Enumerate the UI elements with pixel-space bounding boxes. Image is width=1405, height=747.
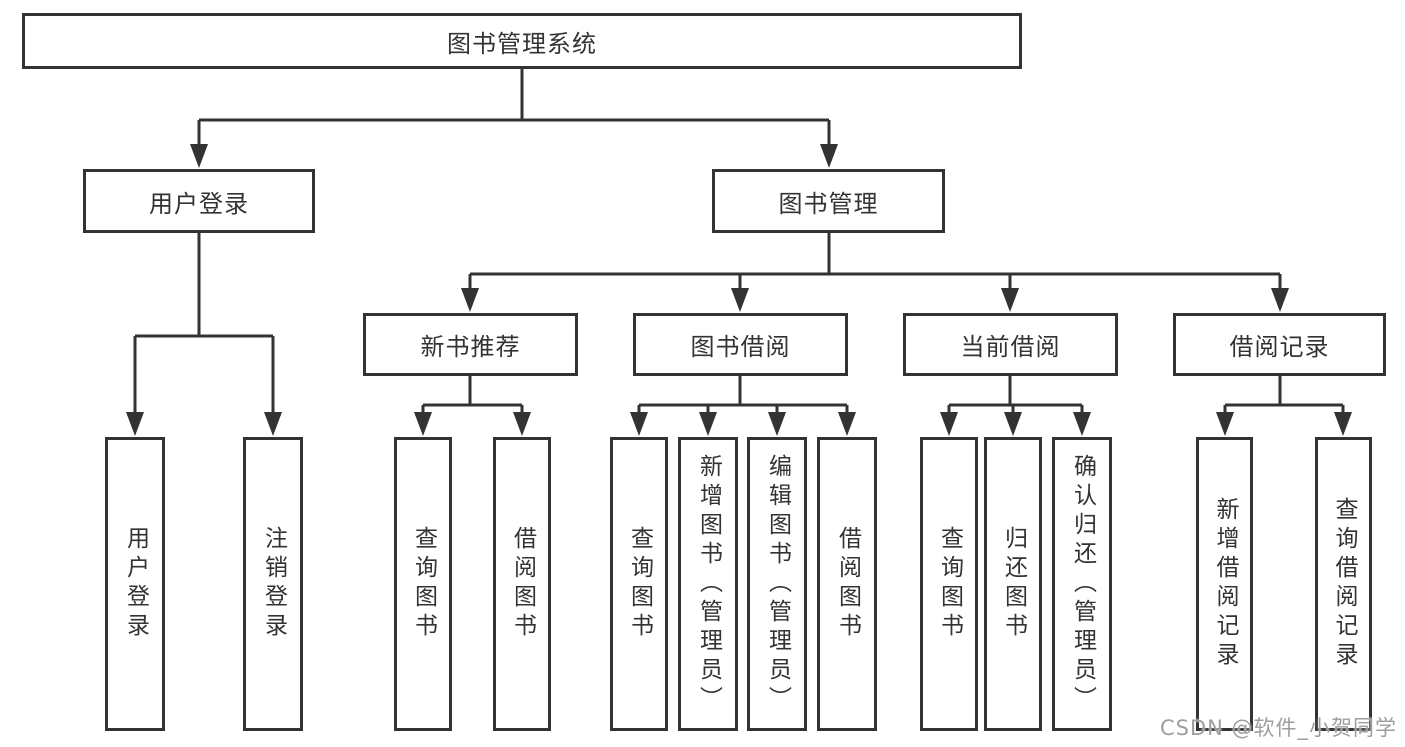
arrowhead xyxy=(126,412,144,436)
arrowhead xyxy=(414,412,432,436)
node-label: 查询图书 xyxy=(936,526,963,642)
arrowhead xyxy=(1004,412,1022,436)
node-leaf-query-books-current: 查询图书 xyxy=(920,437,978,731)
node-label: 确认归还（管理员） xyxy=(1069,453,1096,715)
node-label: 用户登录 xyxy=(122,526,149,642)
arrowhead xyxy=(461,288,479,312)
node-current-borrowing: 当前借阅 xyxy=(903,313,1118,376)
arrowhead xyxy=(264,412,282,436)
node-label: 查询图书 xyxy=(626,526,653,642)
node-leaf-query-books-recommend: 查询图书 xyxy=(394,437,452,731)
node-label: 用户登录 xyxy=(149,189,249,218)
node-label: 当前借阅 xyxy=(960,333,1061,361)
watermark: CSDN @软件_小贺同学 xyxy=(1160,716,1398,740)
arrowhead xyxy=(820,144,838,168)
connector-user-login-children xyxy=(133,233,275,418)
arrowhead xyxy=(699,412,717,436)
arrowhead xyxy=(1216,412,1234,436)
node-leaf-borrow-books: 借阅图书 xyxy=(817,437,877,731)
node-book-borrowing: 图书借阅 xyxy=(633,313,848,376)
node-library-management-system: 图书管理系统 xyxy=(22,13,1022,69)
node-label: 编辑图书（管理员） xyxy=(764,453,791,715)
arrowhead xyxy=(731,288,749,312)
node-leaf-query-borrow-record: 查询借阅记录 xyxy=(1315,437,1372,731)
arrowhead xyxy=(630,412,648,436)
node-user-login: 用户登录 xyxy=(83,169,315,233)
node-label: 新书推荐 xyxy=(420,333,521,361)
connector-borrow-records-children xyxy=(1223,376,1345,418)
arrowhead xyxy=(1334,412,1352,436)
node-label: 查询借阅记录 xyxy=(1331,497,1357,671)
node-label: 归还图书 xyxy=(1000,526,1027,642)
node-leaf-confirm-return-admin: 确认归还（管理员） xyxy=(1052,437,1112,731)
node-leaf-user-login: 用户登录 xyxy=(105,437,165,731)
connector-current-borrow-children xyxy=(947,376,1084,418)
node-leaf-add-book-admin: 新增图书（管理员） xyxy=(678,437,738,731)
node-label: 借阅记录 xyxy=(1229,333,1330,361)
node-leaf-logout: 注销登录 xyxy=(243,437,303,731)
node-borrowing-records: 借阅记录 xyxy=(1173,313,1386,376)
node-leaf-borrow-books-recommend: 借阅图书 xyxy=(493,437,551,731)
node-book-management: 图书管理 xyxy=(712,169,945,233)
arrowhead xyxy=(190,144,208,168)
node-label: 图书管理 xyxy=(778,189,879,218)
node-label: 借阅图书 xyxy=(834,526,861,642)
arrowhead xyxy=(768,412,786,436)
node-new-book-recommend: 新书推荐 xyxy=(363,313,578,376)
arrowhead xyxy=(513,412,531,436)
node-leaf-query-books-borrow: 查询图书 xyxy=(610,437,668,731)
connector-book-mgmt-to-level3 xyxy=(468,233,1282,292)
node-label: 新增图书（管理员） xyxy=(695,453,722,715)
node-label: 查询图书 xyxy=(410,526,437,642)
node-label: 注销登录 xyxy=(260,526,287,642)
arrowhead xyxy=(1271,288,1289,312)
node-label: 借阅图书 xyxy=(509,526,536,642)
node-label: 新增借阅记录 xyxy=(1212,497,1238,671)
arrowhead xyxy=(1001,288,1019,312)
node-label: 图书管理系统 xyxy=(447,29,597,58)
node-leaf-edit-book-admin: 编辑图书（管理员） xyxy=(747,437,807,731)
connector-book-borrow-children xyxy=(637,376,849,418)
node-leaf-return-books: 归还图书 xyxy=(984,437,1042,731)
arrowhead xyxy=(838,412,856,436)
node-label: 图书借阅 xyxy=(690,333,791,361)
connector-new-book-children xyxy=(421,376,524,418)
connector-root-to-level2 xyxy=(197,69,831,150)
node-leaf-add-borrow-record: 新增借阅记录 xyxy=(1196,437,1253,731)
arrowhead xyxy=(940,412,958,436)
arrowhead xyxy=(1073,412,1091,436)
